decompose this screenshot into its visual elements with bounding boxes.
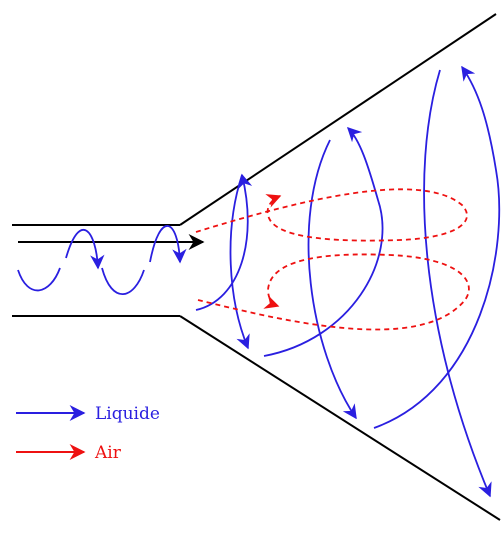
liquid-swirl-2 bbox=[229, 174, 250, 350]
pipe-wave-4 bbox=[149, 225, 187, 264]
legend-air-label: Air bbox=[94, 443, 122, 463]
air-loops bbox=[195, 188, 470, 331]
liquid-swirl-6 bbox=[423, 69, 492, 498]
cone-upper-wall bbox=[179, 13, 497, 226]
pipe-wave-1 bbox=[17, 267, 61, 292]
pipe-wave-3 bbox=[101, 267, 145, 296]
cone-lower-wall bbox=[179, 315, 501, 521]
legend-liquid-label: Liquide bbox=[95, 404, 160, 424]
liquid-swirl-1 bbox=[195, 173, 253, 311]
air-loop-upper bbox=[195, 188, 468, 242]
pipe-liquid-waves bbox=[17, 225, 187, 296]
liquid-swirl-4 bbox=[307, 139, 357, 420]
liquid-swirls bbox=[195, 65, 501, 498]
air-loop-lower bbox=[197, 253, 470, 331]
pipe-wave-2 bbox=[65, 229, 105, 270]
liquid-swirl-5 bbox=[373, 65, 501, 429]
legend: Liquide Air bbox=[16, 404, 160, 463]
channel-walls bbox=[12, 13, 501, 521]
liquid-swirl-3 bbox=[263, 126, 384, 357]
